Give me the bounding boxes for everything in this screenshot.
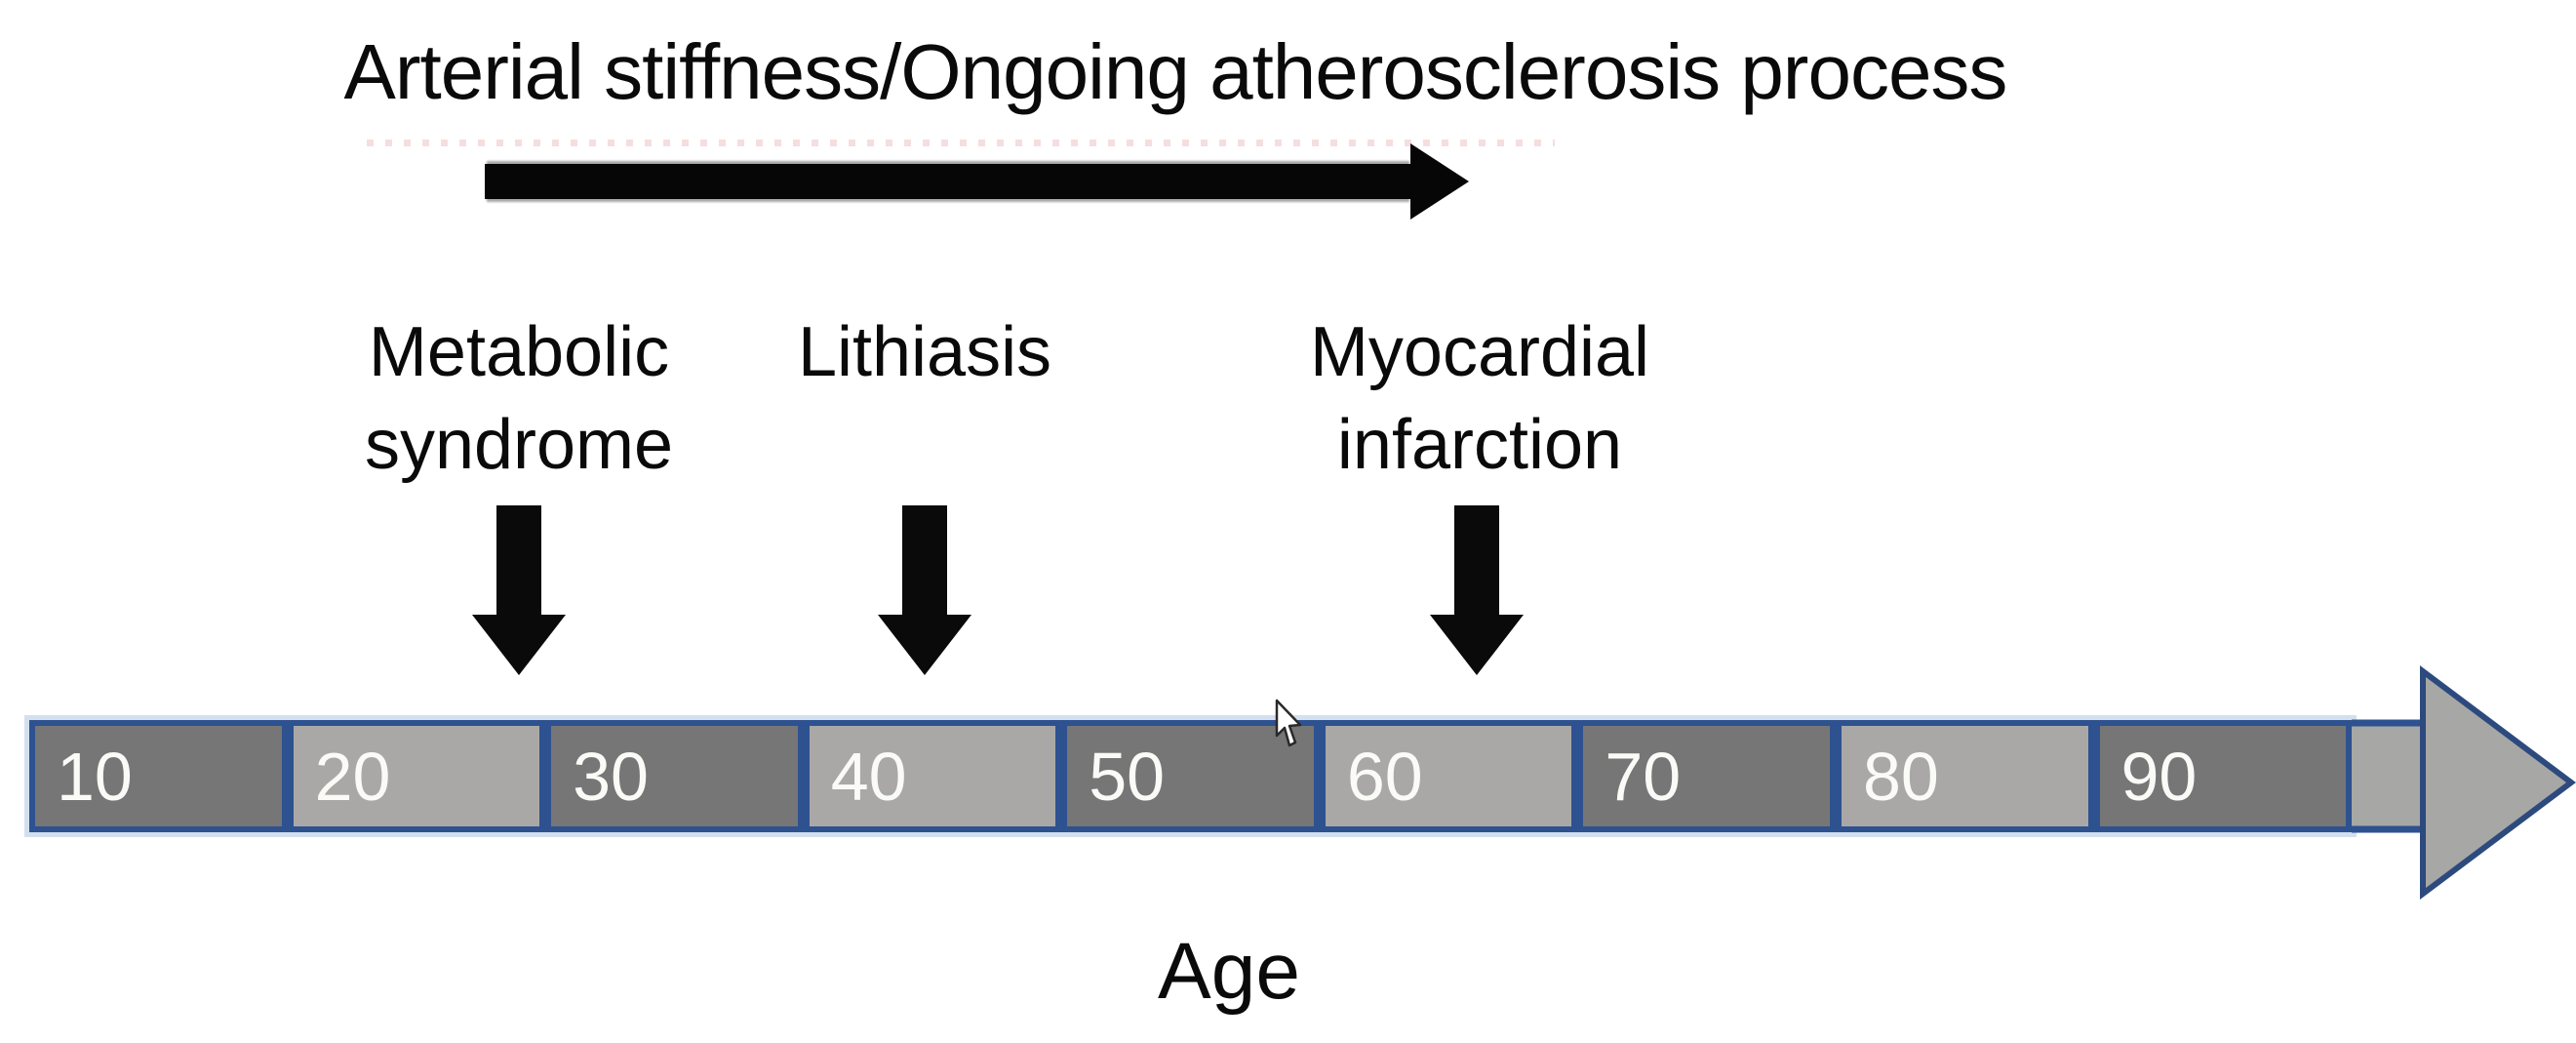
timeline-segment: 50 [1061,720,1320,832]
timeline-segment: 40 [803,720,1062,832]
event-label-metabolic-syndrome: Metabolic syndrome [324,306,714,492]
down-arrow-head [878,615,971,675]
event-label-myocardial-infarction: Myocardial infarction [1285,306,1675,492]
event-label-line: infarction [1336,406,1623,484]
down-arrow-head [1430,615,1524,675]
down-arrow-shaft [1454,505,1499,615]
down-arrow-shaft [902,505,947,615]
timeline-segment: 30 [545,720,804,832]
down-arrow-icon [1430,505,1524,675]
event-label-line: syndrome [364,406,674,484]
process-arrow-head [1410,143,1469,220]
event-label-line: Myocardial [1309,313,1650,391]
timeline-segment: 20 [287,720,546,832]
figure-title: Arterial stiffness/Ongoing atheroscleros… [343,28,2008,115]
down-arrow-head [472,615,566,675]
event-label-line: Metabolic [368,313,670,391]
dotted-underline [367,140,1555,146]
down-arrow-icon [878,505,971,675]
event-label-line: Lithiasis [797,313,1052,391]
process-arrow-shaft [485,164,1411,199]
timeline-arrowhead-icon [2352,665,2576,900]
event-label-lithiasis: Lithiasis [730,306,1120,399]
age-axis-label: Age [1158,927,1300,1016]
timeline-segment: 90 [2093,720,2353,832]
timeline-segment: 70 [1577,720,1836,832]
timeline-segment: 60 [1319,720,1578,832]
down-arrow-shaft [496,505,541,615]
timeline-segment: 80 [1835,720,2094,832]
down-arrow-icon [472,505,566,675]
mouse-cursor-icon [1275,699,1302,747]
timeline-segment: 10 [29,720,288,832]
age-timeline: 10 20 30 40 50 60 70 80 90 [29,720,2353,832]
